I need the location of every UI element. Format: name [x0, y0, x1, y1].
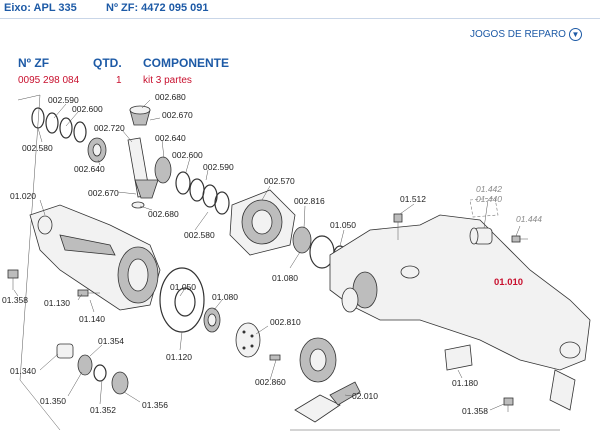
bolt-bottom	[503, 397, 514, 412]
repair-kits-label: JOGOS DE REPARO	[470, 29, 566, 40]
pinion-shaft	[294, 381, 361, 423]
col-header-component: COMPONENTE	[143, 56, 230, 70]
label-002-640-a[interactable]: 002.640	[155, 133, 186, 143]
header-divider	[0, 18, 600, 19]
ghost-part-outline	[469, 197, 499, 218]
o-ring-large	[159, 267, 205, 333]
label-01-444[interactable]: 01.444	[516, 214, 542, 224]
label-01-512[interactable]: 01.512	[400, 194, 426, 204]
name-plate	[444, 344, 473, 371]
label-01-080-a[interactable]: 01.080	[272, 273, 298, 283]
label-01-050-a[interactable]: 01.050	[330, 220, 356, 230]
label-002-670-a[interactable]: 002.670	[162, 110, 193, 120]
label-002-680-a[interactable]: 002.680	[155, 92, 186, 102]
screw-top	[393, 213, 403, 240]
label-01-020[interactable]: 01.020	[10, 191, 36, 201]
bearing-kit-bottom-left	[56, 343, 129, 395]
label-002-580-b[interactable]: 002.580	[184, 230, 215, 240]
label-01-356[interactable]: 01.356	[142, 400, 168, 410]
fitting-bolt-right	[511, 235, 528, 243]
differential-case	[229, 189, 296, 256]
knuckle-housing-left	[29, 204, 161, 311]
label-002-590-b[interactable]: 002.590	[203, 162, 234, 172]
shim-stack-right	[175, 171, 230, 215]
bolt-flange	[269, 354, 281, 361]
frame-line-left	[17, 94, 61, 431]
label-01-340[interactable]: 01.340	[10, 366, 36, 376]
label-002-580-a[interactable]: 002.580	[22, 143, 53, 153]
label-01-354[interactable]: 01.354	[98, 336, 124, 346]
col-header-zf: Nº ZF	[18, 56, 50, 70]
label-01-350[interactable]: 01.350	[40, 396, 66, 406]
pinion-gear-top	[129, 105, 151, 126]
bolt-left	[7, 269, 19, 290]
label-002-600-b[interactable]: 002.600	[172, 150, 203, 160]
spider-gear-right	[154, 156, 172, 184]
label-002-570[interactable]: 002.570	[264, 176, 295, 186]
axle-housing	[329, 214, 591, 411]
bearing-knuckle	[203, 307, 221, 333]
label-01-358-b[interactable]: 01.358	[462, 406, 488, 416]
label-002-680-b[interactable]: 002.680	[148, 209, 179, 219]
label-01-442[interactable]: 01.442	[476, 184, 502, 194]
label-01-050-b[interactable]: 01.050	[170, 282, 196, 292]
label-01-080-b[interactable]: 01.080	[212, 292, 238, 302]
col-header-qty: QTD.	[93, 56, 122, 70]
row-component: kit 3 partes	[143, 75, 192, 86]
label-002-640-b[interactable]: 002.640	[74, 164, 105, 174]
label-01-440[interactable]: 01.440	[476, 194, 502, 204]
repair-kits-link[interactable]: JOGOS DE REPARO ▼	[470, 28, 582, 41]
label-01-180[interactable]: 01.180	[452, 378, 478, 388]
label-002-816[interactable]: 002.816	[294, 196, 325, 206]
flange-plate	[235, 322, 261, 358]
header-bar: Eixo: APL 335 Nº ZF: 4472 095 091	[0, 0, 600, 20]
label-002-810[interactable]: 002.810	[270, 317, 301, 327]
label-002-860[interactable]: 002.860	[255, 377, 286, 387]
label-01-120[interactable]: 01.120	[166, 352, 192, 362]
bolt-knuckle	[77, 289, 100, 297]
label-002-600-a[interactable]: 002.600	[72, 104, 103, 114]
seal-ring	[174, 287, 196, 317]
label-002-720[interactable]: 002.720	[94, 123, 125, 133]
label-002-670-b[interactable]: 002.670	[88, 188, 119, 198]
arrow-down-icon: ▼	[568, 28, 582, 41]
bushing-top-right	[469, 227, 493, 245]
callout-labels: 002.590 002.600 002.580 002.680 002.670 …	[2, 92, 542, 416]
label-01-358-a[interactable]: 01.358	[2, 295, 28, 305]
label-01-010[interactable]: 01.010	[494, 277, 523, 288]
axle-model: Eixo: APL 335	[4, 2, 77, 14]
row-quantity: 1	[116, 75, 122, 86]
label-01-352[interactable]: 01.352	[90, 405, 116, 415]
spider-gear-left	[87, 137, 107, 163]
row-zf-number[interactable]: 0095 298 084	[18, 75, 80, 86]
label-01-140[interactable]: 01.140	[79, 314, 105, 324]
zf-number: Nº ZF: 4472 095 091	[106, 2, 209, 14]
label-002-590-a[interactable]: 002.590	[48, 95, 79, 105]
label-02-010[interactable]: 02.010	[352, 391, 378, 401]
spider-gear-lower	[131, 179, 159, 209]
label-01-130[interactable]: 01.130	[44, 298, 70, 308]
leader-lines	[13, 99, 521, 411]
bevel-gear	[299, 337, 337, 383]
